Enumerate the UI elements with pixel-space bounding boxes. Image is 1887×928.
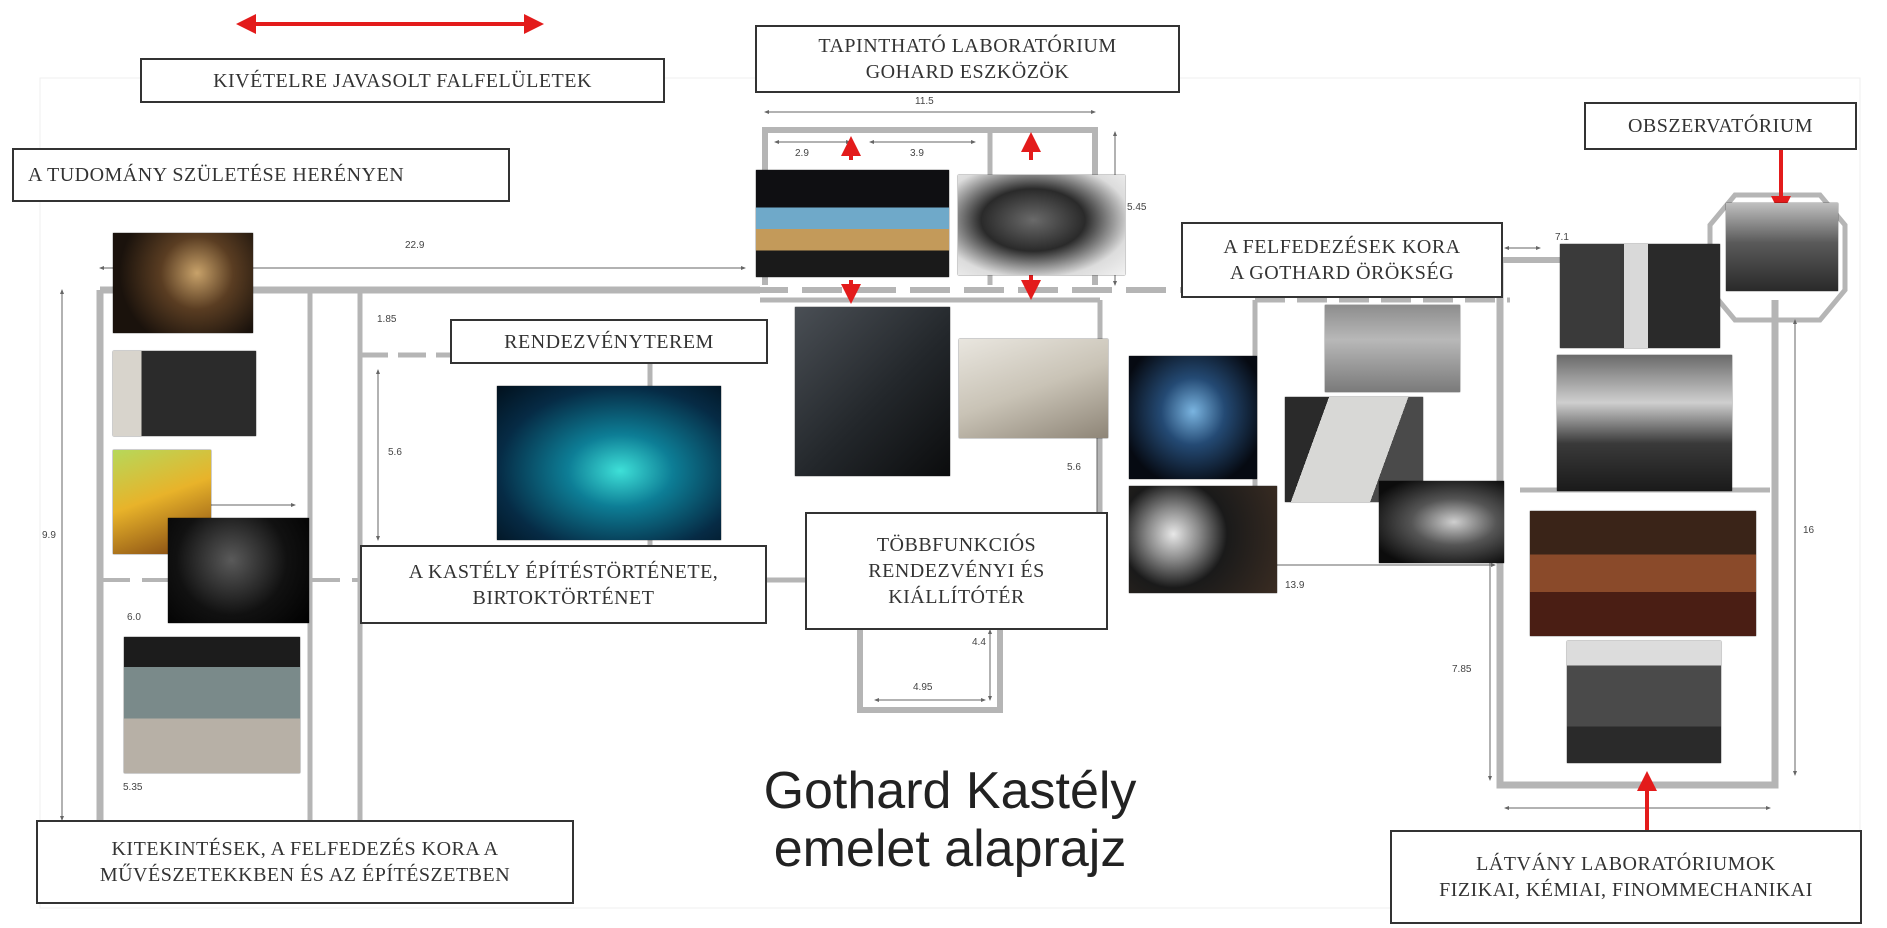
label-kastely-line2: BIRTOKTÖRTÉNET <box>472 586 655 609</box>
label-felfedezesek-line1: A FELFEDEZÉSEK KORA <box>1223 236 1461 258</box>
dim-16: 16 <box>1803 525 1815 536</box>
label-tapinthato-line2: GOHARD ESZKÖZÖK <box>865 61 1070 83</box>
label-kitekintesek-line2: MŰVÉSZETEKKBEN ÉS AZ ÉPÍTÉSZETBEN <box>99 864 511 886</box>
dim-9-9: 9.9 <box>42 530 56 541</box>
red-arrows <box>236 14 1791 835</box>
dim-5-35: 5.35 <box>123 782 143 793</box>
label-rendezvenyterem: RENDEZVÉNYTEREM <box>450 319 768 364</box>
dim-6-0: 6.0 <box>127 612 141 623</box>
label-tobbfunkcios: TÖBBFUNKCIÓS RENDEZVÉNYI ÉS KIÁLLÍTÓTÉR <box>805 512 1108 630</box>
photo-observatory <box>1726 203 1838 291</box>
label-kitekintesek: KITEKINTÉSEK, A FELFEDEZÉS KORA A MŰVÉSZ… <box>36 820 574 904</box>
label-tudomany: A TUDOMÁNY SZÜLETÉSE HERÉNYEN <box>12 148 510 202</box>
dim-5-6: 5.6 <box>388 447 402 458</box>
photo-pharmacy <box>1567 641 1721 763</box>
dim-4-95: 4.95 <box>913 682 933 693</box>
dim-5-45: 5.45 <box>1127 202 1147 213</box>
photo-round-hall <box>124 637 300 773</box>
label-tapinthato: TAPINTHATÓ LABORATÓRIUM GOHARD ESZKÖZÖK <box>755 25 1180 93</box>
label-kivetelre: KIVÉTELRE JAVASOLT FALFELÜLETEK <box>140 58 665 103</box>
label-latvany: LÁTVÁNY LABORATÓRIUMOK FIZIKAI, KÉMIAI, … <box>1390 830 1862 924</box>
photo-lab-window <box>1560 244 1720 348</box>
dim-13-9: 13.9 <box>1285 580 1305 591</box>
photo-red-room <box>1530 511 1756 636</box>
label-obszervatorium-text: OBSZERVATÓRIUM <box>1627 115 1814 137</box>
label-tudomany-text: A TUDOMÁNY SZÜLETÉSE HERÉNYEN <box>28 164 405 186</box>
dim-7-1: 7.1 <box>1555 232 1569 243</box>
photo-floor-map <box>959 339 1108 438</box>
photo-lab-table <box>756 170 949 277</box>
label-tobbfunkcios-line2: RENDEZVÉNYI ÉS <box>868 560 1045 582</box>
label-tapinthato-line1: TAPINTHATÓ LABORATÓRIUM <box>818 35 1117 57</box>
dim-11-5: 11.5 <box>915 96 934 107</box>
dim-22-9: 22.9 <box>405 240 425 251</box>
photo-star-map <box>168 518 309 623</box>
photo-dark-cube <box>795 307 950 476</box>
plan-title-line2: emelet alaprajz <box>773 820 1127 878</box>
photo-telescope <box>958 175 1125 275</box>
plan-title: Gothard Kastély emelet alaprajz <box>690 762 1210 878</box>
dim-7-85: 7.85 <box>1452 664 1472 675</box>
label-felfedezesek-line2: A GOTHARD ÖRÖKSÉG <box>1229 262 1455 284</box>
label-kastely-line1: A KASTÉLY ÉPÍTÉSTÖRTÉNETE, <box>408 560 719 583</box>
label-latvany-line1: LÁTVÁNY LABORATÓRIUMOK <box>1476 853 1776 875</box>
photo-x-ray <box>1379 481 1504 563</box>
label-felfedezesek: A FELFEDEZÉSEK KORA A GOTHARD ÖRÖKSÉG <box>1181 222 1503 298</box>
plan-title-line1: Gothard Kastély <box>763 762 1137 820</box>
label-tobbfunkcios-line3: KIÁLLÍTÓTÉR <box>888 586 1025 608</box>
photo-portrait-exhibit <box>113 351 256 436</box>
dim-4-4: 4.4 <box>972 637 986 648</box>
measurements: 22.9 9.9 11.5 2.9 3.9 5.45 1.85 5.6 6.0 … <box>42 96 1815 793</box>
label-kivetelre-text: KIVÉTELRE JAVASOLT FALFELÜLETEK <box>213 69 592 92</box>
label-kastely: A KASTÉLY ÉPÍTÉSTÖRTÉNETE, BIRTOKTÖRTÉNE… <box>360 545 767 624</box>
label-kitekintesek-line1: KITEKINTÉSEK, A FELFEDEZÉS KORA A <box>111 838 499 860</box>
photo-saturn-room <box>497 386 721 540</box>
label-rendezvenyterem-text: RENDEZVÉNYTEREM <box>504 330 714 353</box>
photo-dining-room <box>113 233 253 333</box>
photo-blue-floor <box>1129 356 1257 479</box>
dim-5-6b: 5.6 <box>1067 462 1081 473</box>
photo-lab-desk <box>1557 355 1732 491</box>
photo-round-screens <box>1129 486 1277 593</box>
dim-3-9: 3.9 <box>910 148 924 159</box>
photo-gray-wall <box>1325 305 1460 392</box>
dim-1-85: 1.85 <box>377 314 397 325</box>
label-tobbfunkcios-line1: TÖBBFUNKCIÓS <box>876 534 1037 556</box>
dim-2-9: 2.9 <box>795 148 809 159</box>
label-latvany-line2: FIZIKAI, KÉMIAI, FINOMMECHANIKAI <box>1439 879 1813 901</box>
label-obszervatorium: OBSZERVATÓRIUM <box>1584 102 1857 150</box>
